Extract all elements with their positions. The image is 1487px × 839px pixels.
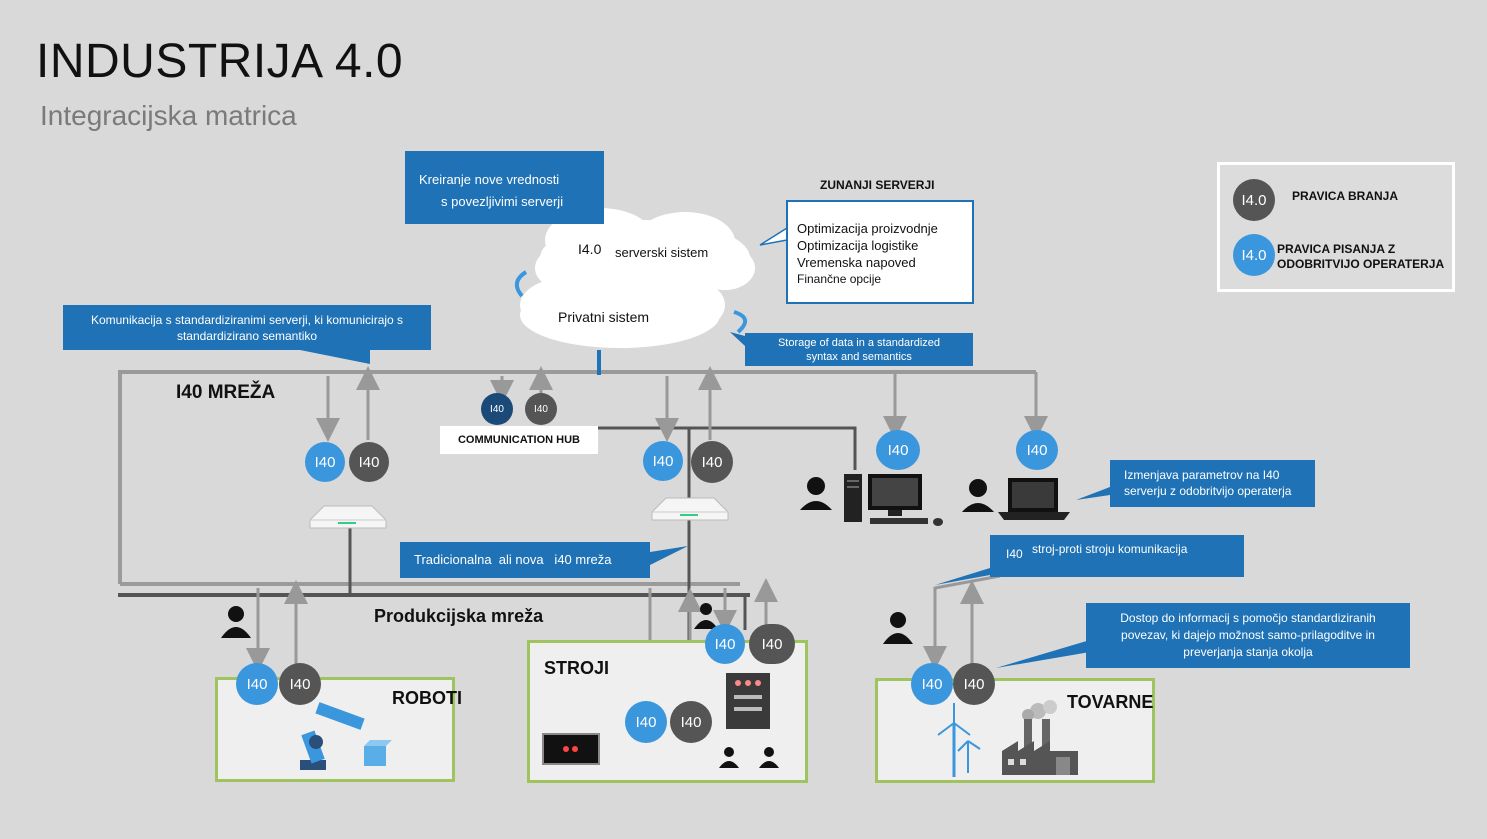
control-panel-icon bbox=[542, 733, 600, 765]
i40-write-badge: I40 bbox=[625, 701, 667, 743]
i40-network-label: I40 MREŽA bbox=[176, 382, 276, 403]
i40-write-badge: I40 bbox=[911, 663, 953, 705]
person-icon bbox=[718, 746, 740, 773]
i40-read-badge: I40 bbox=[749, 624, 795, 664]
robot-arm-icon bbox=[294, 702, 394, 779]
production-network-label: Produkcijska mreža bbox=[374, 606, 544, 626]
external-item: Vremenska napoved bbox=[797, 255, 916, 270]
i40-write-badge: I40 bbox=[643, 441, 683, 481]
factories-label: TOVARNE bbox=[1067, 692, 1154, 712]
i40-read-badge: I40 bbox=[349, 442, 389, 482]
person-icon bbox=[692, 601, 720, 634]
i40-write-badge: I40 bbox=[876, 430, 920, 470]
i40-read-badge: I40 bbox=[691, 441, 733, 483]
factories-section: TOVARNE bbox=[875, 678, 1155, 783]
router-device bbox=[648, 492, 732, 526]
i40-write-badge: I40 bbox=[305, 442, 345, 482]
cloud-server-prefix: I4.0 bbox=[578, 241, 602, 257]
i40-write-badge: I40 bbox=[1016, 430, 1058, 470]
legend-read-badge: I4.0 bbox=[1233, 179, 1275, 221]
cloud-private-label: Privatni sistem bbox=[558, 309, 650, 325]
value-creation-line-1: Kreiranje nove vrednosti bbox=[419, 172, 560, 187]
machines-section: STROJI bbox=[527, 640, 808, 783]
legend-write-badge: I4.0 bbox=[1233, 234, 1275, 276]
i40-read-badge: I40 bbox=[953, 663, 995, 705]
communication-hub: COMMUNICATION HUB bbox=[440, 426, 598, 454]
person-icon bbox=[758, 746, 780, 773]
legend-write-label: PRAVICA PISANJA Z ODOBRITVIJO OPERATERJA bbox=[1277, 242, 1445, 271]
standard-comm-callout: Komunikacija s standardiziranimi serverj… bbox=[63, 305, 431, 350]
hub-write-badge: I40 bbox=[481, 393, 513, 425]
hub-read-badge: I40 bbox=[525, 393, 557, 425]
page-subtitle: Integracijska matrica bbox=[40, 100, 297, 131]
router-device bbox=[306, 500, 390, 534]
legend-box: I4.0 PRAVICA BRANJA I4.0 PRAVICA PISANJA… bbox=[1217, 162, 1455, 292]
robots-label: ROBOTI bbox=[392, 688, 462, 708]
value-creation-line-2: s povezljivimi serverji bbox=[441, 194, 564, 209]
legend-read-label: PRAVICA BRANJA bbox=[1292, 189, 1399, 203]
i40-read-badge: I40 bbox=[279, 663, 321, 705]
person-icon bbox=[881, 610, 915, 649]
value-creation-callout: Kreiranje nove vrednosti s povezljivimi … bbox=[405, 151, 604, 224]
parameter-change-callout: Izmenjava parametrov na I40 serverju z o… bbox=[1110, 460, 1315, 507]
external-servers-box: Optimizacija proizvodnje Optimizacija lo… bbox=[786, 200, 974, 304]
traditional-network-callout: Tradicionalna ali nova i40 mreža bbox=[400, 542, 650, 578]
factory-icon bbox=[998, 699, 1088, 784]
i40-write-badge: I40 bbox=[236, 663, 278, 705]
external-item: Finančne opcije bbox=[797, 272, 882, 286]
wind-turbine-icon bbox=[934, 701, 984, 786]
external-servers-heading: ZUNANJI SERVERJI bbox=[820, 178, 935, 192]
machine-cabinet-icon bbox=[726, 673, 770, 729]
m2m-callout: I40 stroj-proti stroju komunikacija bbox=[990, 535, 1244, 577]
i40-read-badge: I40 bbox=[670, 701, 712, 743]
desktop-computer-icon bbox=[800, 470, 950, 528]
external-item: Optimizacija logistike bbox=[797, 238, 919, 253]
page-title: INDUSTRIJA 4.0 bbox=[36, 35, 404, 88]
machines-label: STROJI bbox=[544, 658, 610, 678]
storage-callout: Storage of data in a standardized syntax… bbox=[745, 333, 973, 366]
m2m-prefix: I40 bbox=[1006, 547, 1023, 561]
m2m-label: stroj-proti stroju komunikacija bbox=[1032, 542, 1188, 556]
external-item: Optimizacija proizvodnje bbox=[797, 221, 938, 236]
laptop-icon bbox=[960, 472, 1075, 524]
person-icon bbox=[219, 604, 253, 643]
access-info-callout: Dostop do informacij s pomočjo standardi… bbox=[1086, 603, 1410, 668]
i40-write-badge: I40 bbox=[705, 624, 745, 664]
cloud-server-label: serverski sistem bbox=[615, 245, 709, 260]
cloud-shape bbox=[520, 208, 755, 348]
